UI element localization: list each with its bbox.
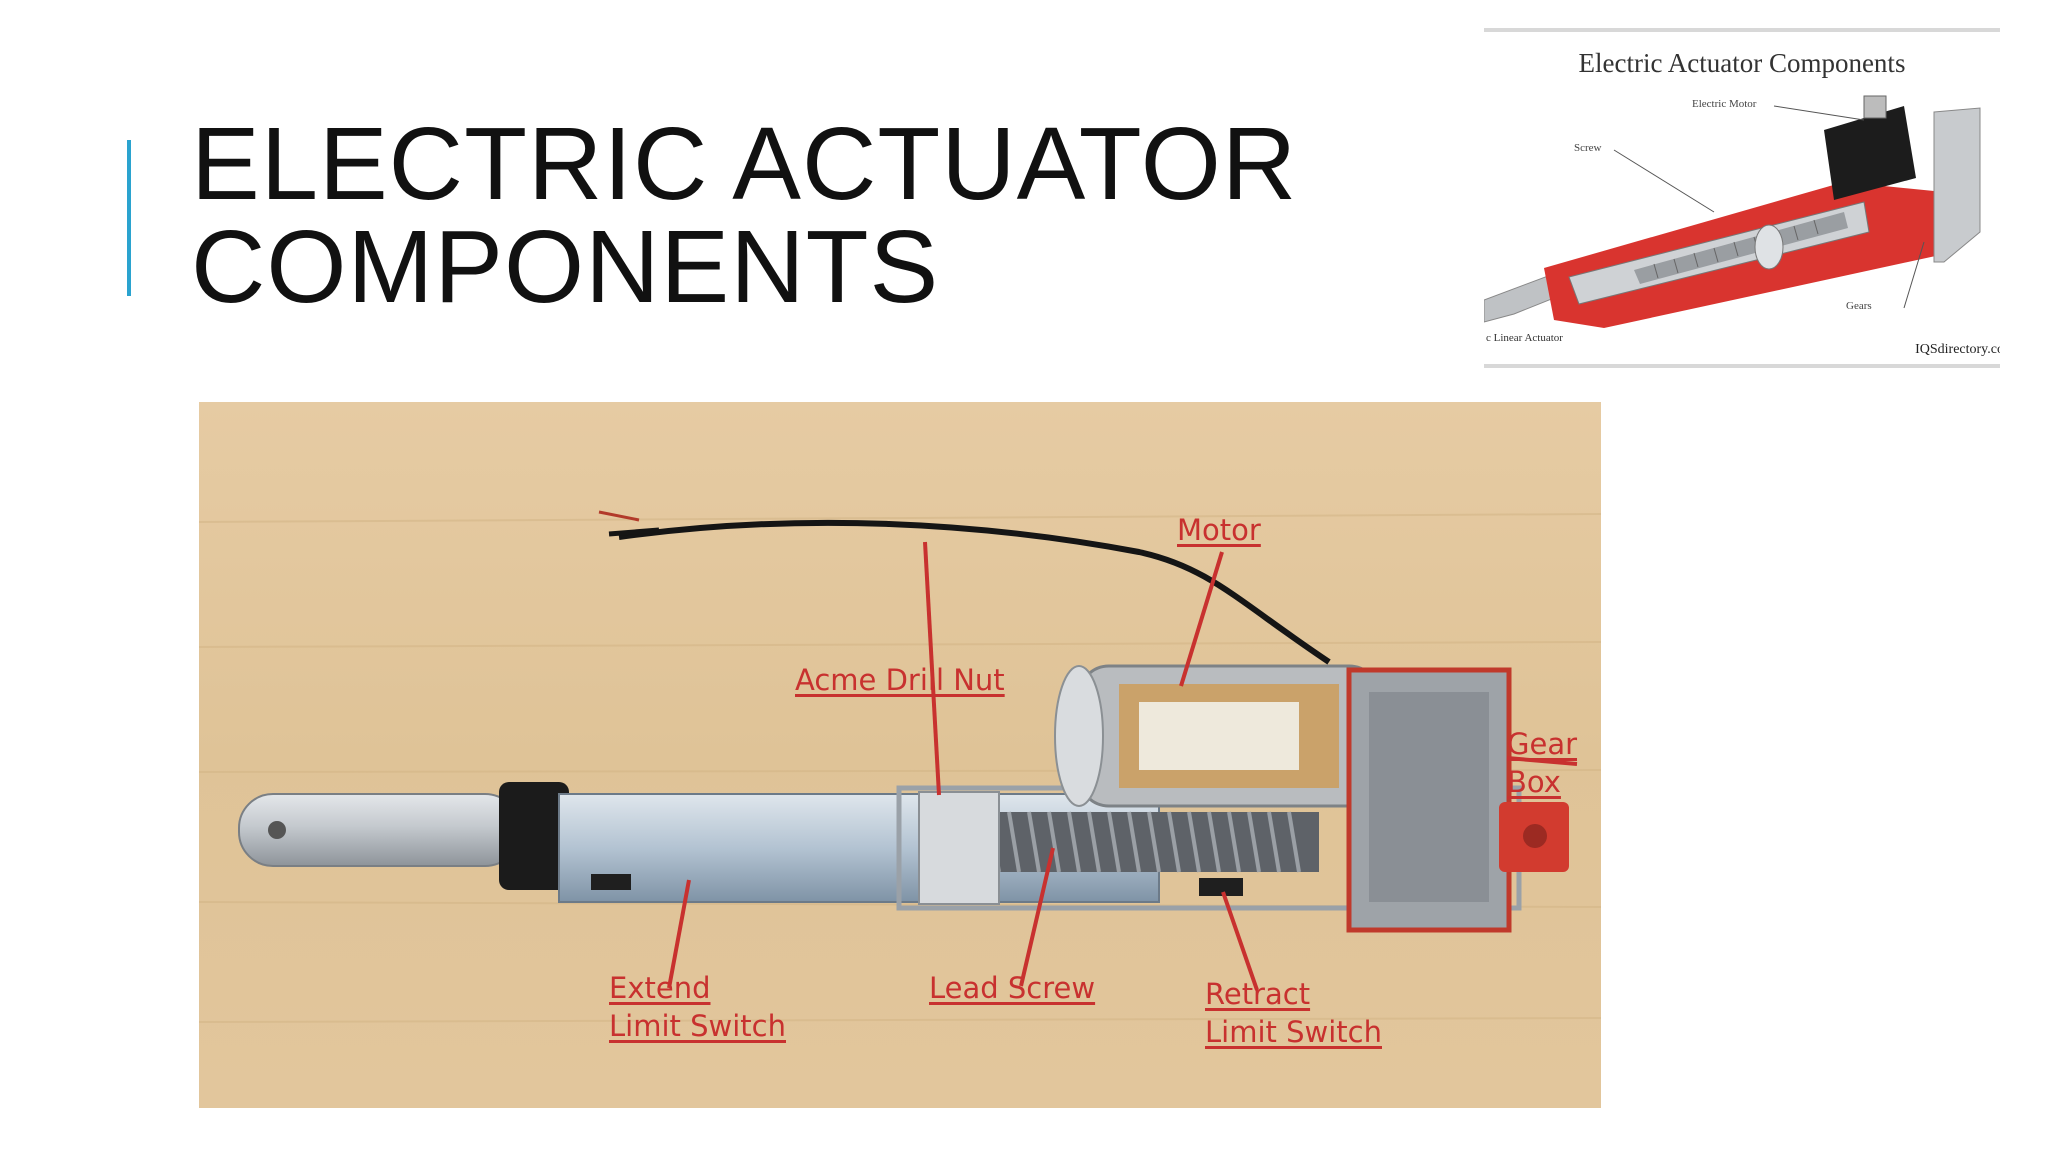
title-line-2: COMPONENTS: [191, 209, 940, 324]
callout-extend-limit-switch-line-2: Limit Switch: [609, 1009, 786, 1043]
callout-gear-box-line-1: Gear: [1507, 727, 1578, 761]
callout-motor: Motor: [1177, 513, 1261, 547]
actuator-cutaway-diagram: Electric Actuator Components: [1484, 28, 2000, 368]
callout-lead-screw: Lead Screw: [929, 971, 1096, 1005]
callout-retract-limit-switch-line-1: Retract: [1205, 977, 1311, 1011]
callout-retract-limit-switch-line-2: Limit Switch: [1205, 1015, 1382, 1049]
diagram-caption: c Linear Actuator: [1486, 332, 1563, 344]
diagram-label-electric-motor: Electric Motor: [1692, 98, 1757, 110]
callout-extend-limit-switch-line-1: Extend: [609, 971, 711, 1005]
title-line-1: ELECTRIC ACTUATOR: [191, 106, 1298, 221]
actuator-photo: Motor Acme Drill Nut Gear Box Extend Lim…: [199, 402, 1601, 1108]
callout-acme-drill-nut: Acme Drill Nut: [795, 663, 1005, 697]
slide-title: ELECTRIC ACTUATOR COMPONENTS: [191, 112, 1341, 318]
callout-gear-box-line-2: Box: [1507, 765, 1561, 799]
diagram-source: IQSdirectory.co: [1915, 342, 2000, 357]
diagram-title: Electric Actuator Components: [1578, 48, 1906, 78]
diagram-label-screw: Screw: [1574, 142, 1602, 154]
diagram-illustration: [1484, 95, 1981, 328]
actuator-photo-illustration: [199, 402, 1601, 1108]
title-accent-bar: [127, 140, 131, 296]
diagram-label-gears: Gears: [1846, 300, 1872, 312]
